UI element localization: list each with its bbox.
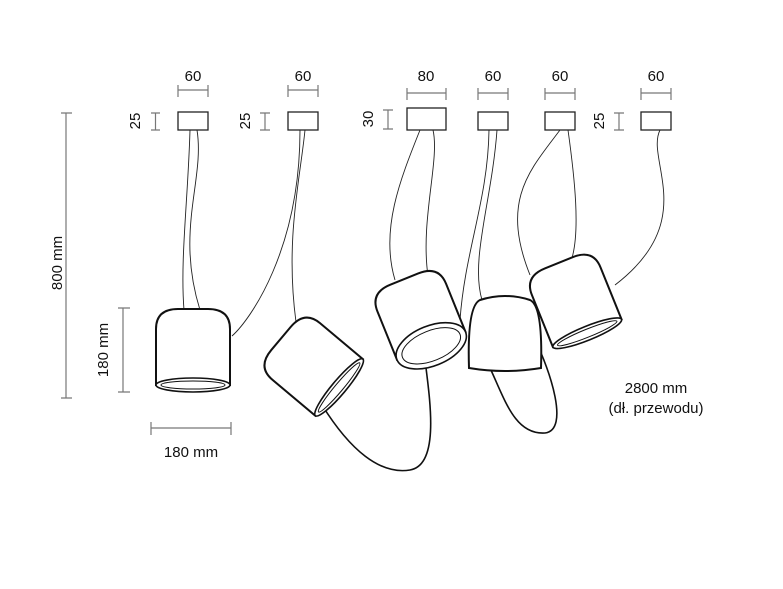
lamp-1 [155,308,231,393]
canopy-width-label: 60 [185,68,202,85]
lamp-width-label: 180 mm [164,444,218,461]
lamp-4 [467,295,543,372]
canopy-height-label: 30 [360,111,377,128]
total-height-label: 800 mm [49,236,66,290]
canopy-1: 60 25 [127,68,209,131]
canopy-height-label: 25 [127,113,144,130]
power-cords [321,339,558,472]
canopy-width-label: 60 [648,68,665,85]
canopy-height-label: 25 [237,113,254,130]
canopy-2: 60 25 [237,68,319,131]
cable-length-note: 2800 mm (dł. przewodu) [608,380,703,417]
cable-length-label: 2800 mm [625,380,688,397]
canopy-width-label: 60 [295,68,312,85]
canopy-3: 80 30 [360,68,447,131]
lamp-height-dimension: 180 mm [95,307,130,393]
canopy-width-label: 60 [552,68,569,85]
canopy-4: 60 [477,68,509,131]
cable-length-description: (dł. przewodu) [608,400,703,417]
canopy-width-label: 60 [485,68,502,85]
suspension-cables [182,129,665,337]
lamp-width-dimension: 180 mm [150,422,232,461]
canopy-5: 60 [544,68,576,131]
canopy-height-label: 25 [591,113,608,130]
total-height-dimension: 800 mm [49,112,72,399]
canopy-6: 60 25 [591,68,672,131]
lamp-height-label: 180 mm [95,323,112,377]
lamp-2 [256,309,370,422]
lamp-3 [374,269,468,370]
canopy-width-label: 80 [418,68,435,85]
